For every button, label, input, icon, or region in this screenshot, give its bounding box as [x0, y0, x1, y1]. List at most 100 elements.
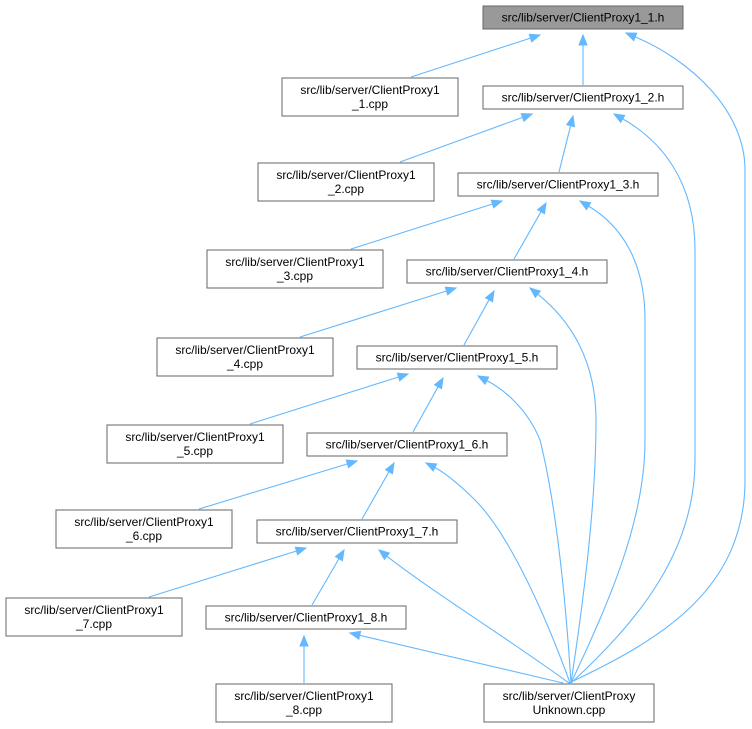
node-box	[483, 683, 655, 723]
node-label-line: src/lib/server/ClientProxy1_8.h	[225, 611, 388, 625]
node-h7[interactable]: src/lib/server/ClientProxy1_7.h	[256, 519, 458, 544]
node-h4[interactable]: src/lib/server/ClientProxy1_4.h	[406, 259, 608, 284]
node-box	[356, 345, 558, 370]
node-box	[206, 249, 384, 289]
node-label-line: src/lib/server/ClientProxy1	[234, 689, 374, 703]
node-label-line: src/lib/server/ClientProxy	[503, 689, 636, 703]
node-label-line: src/lib/server/ClientProxy1	[276, 168, 416, 182]
edge-h2-to-h1	[578, 33, 588, 85]
edge-line	[249, 376, 399, 425]
edge-h4-to-h3	[513, 201, 547, 260]
node-label-line: src/lib/server/ClientProxy1	[225, 255, 365, 269]
edge-line	[486, 380, 572, 684]
node-h8[interactable]: src/lib/server/ClientProxy1_8.h	[205, 605, 407, 630]
node-label-line: Unknown.cpp	[533, 703, 606, 717]
edge-unk-to-h3	[570, 200, 646, 684]
arrowhead	[396, 372, 410, 382]
edge-line	[570, 118, 696, 684]
arrowhead	[299, 634, 309, 647]
node-cpp2[interactable]: src/lib/server/ClientProxy1_2.cpp	[257, 162, 435, 202]
edge-cpp1-to-h1	[410, 33, 542, 78]
arrowhead	[520, 113, 534, 123]
edge-unk-to-h4	[528, 287, 597, 684]
arrowhead	[294, 546, 308, 556]
edge-line	[386, 555, 570, 684]
node-label-line: _1.cpp	[351, 97, 388, 111]
edge-cpp4-to-h4	[299, 286, 458, 338]
node-h2[interactable]: src/lib/server/ClientProxy1_2.h	[482, 85, 684, 110]
edge-line	[299, 290, 447, 338]
edge-cpp6-to-h6	[198, 459, 359, 510]
edge-line	[463, 299, 490, 346]
node-label-line: src/lib/server/ClientProxy1_4.h	[426, 265, 589, 279]
node-label-line: src/lib/server/ClientProxy1_7.h	[276, 525, 439, 539]
edge-line	[410, 37, 531, 78]
node-label-line: src/lib/server/ClientProxy1	[24, 603, 164, 617]
edge-line	[361, 471, 390, 520]
node-h5[interactable]: src/lib/server/ClientProxy1_5.h	[356, 345, 558, 370]
arrowhead	[384, 461, 395, 475]
node-box	[457, 172, 659, 197]
node-layer: src/lib/server/ClientProxy1_1.h src/lib/s…	[5, 5, 684, 723]
arrowhead	[536, 201, 547, 215]
edge-line	[558, 125, 572, 173]
node-h1: src/lib/server/ClientProxy1_1.h	[482, 5, 684, 30]
edge-line	[198, 463, 348, 510]
node-box	[257, 162, 435, 202]
node-cpp7[interactable]: src/lib/server/ClientProxy1_7.cpp	[5, 597, 183, 637]
arrowhead	[565, 114, 576, 128]
edge-h6-to-h5	[412, 376, 444, 433]
arrowhead	[528, 33, 542, 43]
edge-h3-to-h2	[558, 114, 576, 173]
node-label-line: _8.cpp	[285, 703, 322, 717]
node-cpp3[interactable]: src/lib/server/ClientProxy1_3.cpp	[206, 249, 384, 289]
node-box	[281, 77, 459, 117]
edge-unk-to-h6	[424, 462, 571, 684]
edge-unk-to-h8	[348, 630, 564, 684]
node-label-line: src/lib/server/ClientProxy1	[300, 83, 440, 97]
node-box	[306, 432, 508, 457]
edge-line	[399, 116, 523, 163]
node-label-line: src/lib/server/ClientProxy1_1.h	[502, 11, 665, 25]
edge-unk-to-h7	[377, 549, 570, 684]
node-box	[482, 85, 684, 110]
node-label-line: src/lib/server/ClientProxy1	[74, 515, 214, 529]
node-box	[215, 683, 393, 723]
edge-line	[537, 293, 597, 684]
node-cpp4[interactable]: src/lib/server/ClientProxy1_4.cpp	[156, 337, 334, 377]
arrowhead	[624, 32, 638, 42]
edge-cpp8-to-h8	[299, 634, 309, 683]
edge-unk-to-h1	[568, 32, 746, 684]
node-label-line: _3.cpp	[276, 269, 313, 283]
arrowhead	[612, 113, 626, 124]
arrowhead	[444, 286, 458, 296]
edge-line	[350, 203, 493, 250]
arrowhead	[528, 287, 542, 299]
node-h6[interactable]: src/lib/server/ClientProxy1_6.h	[306, 432, 508, 457]
edge-cpp2-to-h2	[399, 113, 534, 163]
node-box	[256, 519, 458, 544]
node-cpp1[interactable]: src/lib/server/ClientProxy1_1.cpp	[281, 77, 459, 117]
edge-layer	[148, 32, 746, 684]
node-label-line: src/lib/server/ClientProxy1_3.h	[477, 178, 640, 192]
node-box	[156, 337, 334, 377]
node-label-line: _7.cpp	[75, 617, 112, 631]
edge-line	[570, 205, 646, 684]
arrowhead	[578, 33, 588, 46]
node-h3[interactable]: src/lib/server/ClientProxy1_3.h	[457, 172, 659, 197]
arrowhead	[334, 548, 345, 562]
node-label-line: _5.cpp	[176, 444, 213, 458]
node-box	[55, 509, 233, 549]
node-cpp5[interactable]: src/lib/server/ClientProxy1_5.cpp	[106, 424, 284, 464]
node-label-line: _2.cpp	[327, 182, 364, 196]
node-box	[106, 424, 284, 464]
node-cpp6[interactable]: src/lib/server/ClientProxy1_6.cpp	[55, 509, 233, 549]
edge-cpp5-to-h5	[249, 372, 410, 425]
edge-line	[568, 36, 746, 684]
arrowhead	[424, 462, 438, 472]
node-label-line: src/lib/server/ClientProxy1_5.h	[376, 351, 539, 365]
arrowhead	[476, 375, 490, 386]
edge-cpp3-to-h3	[350, 199, 504, 250]
node-cpp8[interactable]: src/lib/server/ClientProxy1_8.cpp	[215, 683, 393, 723]
